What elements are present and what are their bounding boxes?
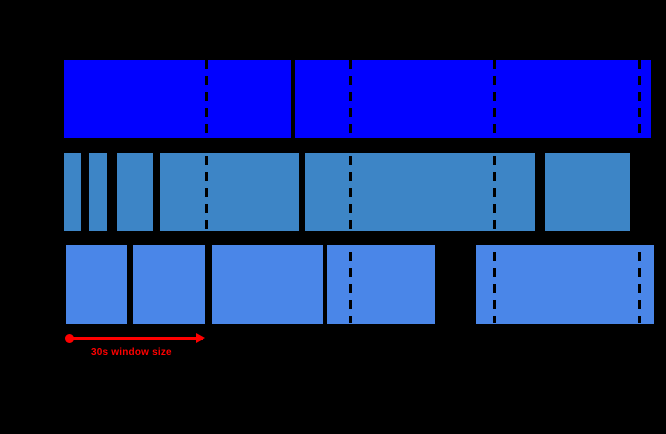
activity-bar-row-3-seg3 xyxy=(212,245,323,324)
activity-bar-row-1-seg2 xyxy=(295,60,651,138)
activity-bar-row-3-seg2 xyxy=(133,245,205,324)
activity-bar-row-3-seg5 xyxy=(476,245,654,324)
window-size-arrow-shaft xyxy=(69,336,203,340)
activity-bar-row-2-seg5 xyxy=(305,153,535,231)
activity-bar-row-2-seg6 xyxy=(545,153,630,231)
window-boundary-line-1 xyxy=(204,60,208,323)
activity-bar-row-2-seg3 xyxy=(117,153,153,231)
activity-bar-row-2-seg1 xyxy=(64,153,81,231)
activity-bar-row-1-seg1 xyxy=(64,60,291,138)
window-boundary-line-4 xyxy=(637,60,641,323)
window-size-arrow-left-dot xyxy=(64,333,74,343)
activity-bar-row-2-seg2 xyxy=(89,153,107,231)
window-boundary-line-2 xyxy=(348,60,352,323)
activity-bar-row-2-seg4 xyxy=(160,153,299,231)
window-boundary-line-3 xyxy=(492,60,496,323)
activity-bar-row-3-seg1 xyxy=(66,245,127,324)
window-size-arrow-right-head xyxy=(196,332,205,343)
activity-bar-row-3-seg4 xyxy=(327,245,435,324)
window-size-label: 30s window size xyxy=(91,347,172,358)
